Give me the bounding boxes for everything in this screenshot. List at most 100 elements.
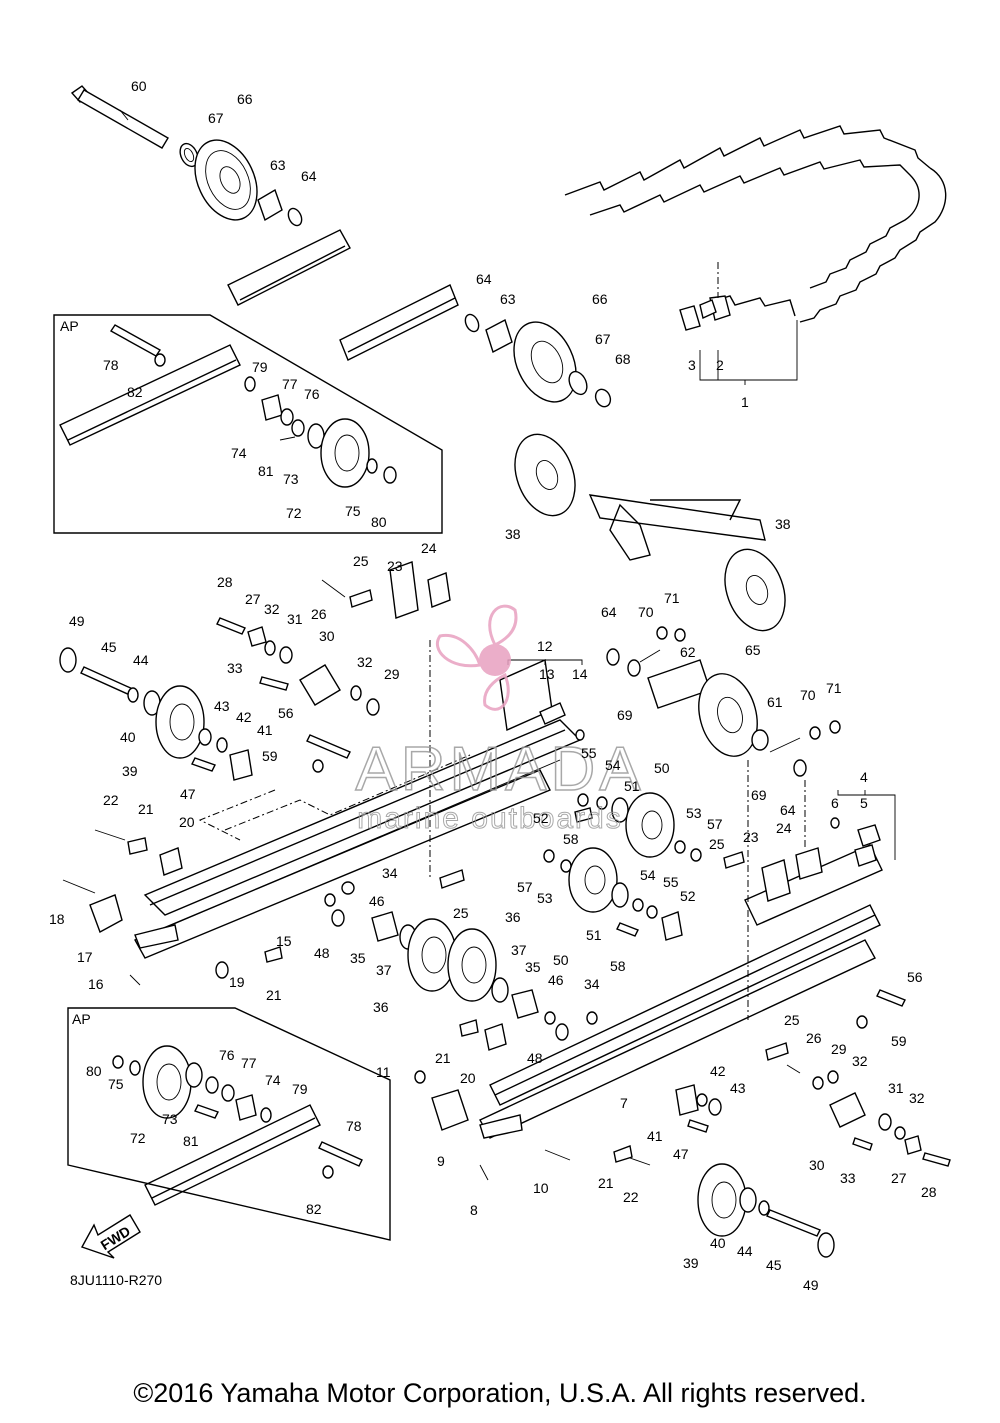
collar-27-low bbox=[904, 1135, 922, 1155]
callout-44-low: 44 bbox=[737, 1243, 753, 1259]
nut-29-top bbox=[366, 698, 380, 716]
callout-54-a: 54 bbox=[605, 757, 621, 773]
callout-41-low: 41 bbox=[647, 1128, 663, 1144]
callout-42-low: 42 bbox=[710, 1063, 726, 1079]
ap-label-top: AP bbox=[60, 318, 79, 334]
ap-inset-bottom bbox=[67, 1007, 391, 1241]
callout-77-bot: 77 bbox=[241, 1055, 257, 1071]
callout-53-b: 53 bbox=[537, 890, 553, 906]
centerline-shaft-left bbox=[224, 754, 471, 831]
callout-82-top: 82 bbox=[127, 384, 143, 400]
callout-50-a: 50 bbox=[654, 760, 670, 776]
callout-64-right: 64 bbox=[780, 802, 796, 818]
track-clip-3 bbox=[679, 305, 701, 331]
callout-47-top: 47 bbox=[180, 786, 196, 802]
bolt-33-low bbox=[852, 1137, 873, 1151]
washer-32-low bbox=[827, 1070, 839, 1084]
track-belt bbox=[564, 125, 947, 323]
callout-23-right: 23 bbox=[743, 829, 759, 845]
pin-26-low bbox=[786, 1064, 801, 1074]
callout-30-low: 30 bbox=[809, 1157, 825, 1173]
bolt-33-top bbox=[259, 676, 289, 691]
callout-80-top: 80 bbox=[371, 514, 387, 530]
clip-25-mid bbox=[439, 869, 465, 889]
callout-58-a: 58 bbox=[563, 831, 579, 847]
bolt-45-low bbox=[766, 1209, 821, 1237]
callout-18: 18 bbox=[49, 911, 65, 927]
callout-74-bot: 74 bbox=[265, 1072, 281, 1088]
bracket-5-a bbox=[857, 824, 881, 847]
callout-54-b: 54 bbox=[640, 867, 656, 883]
bolt-56-right bbox=[876, 989, 906, 1007]
callout-40-top: 40 bbox=[120, 729, 136, 745]
callout-48-b: 48 bbox=[527, 1050, 543, 1066]
watermark-brand: ARMADA bbox=[355, 735, 644, 804]
callout-64-top: 64 bbox=[301, 168, 317, 184]
plate-13 bbox=[539, 702, 566, 725]
callout-47-low: 47 bbox=[673, 1146, 689, 1162]
callout-67-mid: 67 bbox=[595, 331, 611, 347]
callout-72-bot: 72 bbox=[130, 1130, 146, 1146]
slide-part-24-top bbox=[427, 572, 451, 608]
callout-29-low: 29 bbox=[831, 1041, 847, 1057]
washer-42-low bbox=[696, 1093, 708, 1107]
callout-26-low: 26 bbox=[806, 1030, 822, 1046]
callout-69-a: 69 bbox=[617, 707, 633, 723]
nut-59-right bbox=[856, 1015, 868, 1029]
nut-59-top bbox=[312, 759, 324, 773]
callout-49-low: 49 bbox=[803, 1277, 819, 1293]
callout-21-lower: 21 bbox=[598, 1175, 614, 1191]
callout-25-mid: 25 bbox=[453, 905, 469, 921]
callout-55-a: 55 bbox=[581, 745, 597, 761]
callout-48-top: 48 bbox=[314, 945, 330, 961]
pin-22-low bbox=[629, 1157, 651, 1166]
leader-4 bbox=[837, 790, 896, 860]
watermark: ARMADA marine outboards bbox=[355, 604, 644, 836]
slider-7 bbox=[479, 1114, 523, 1139]
clip-25-low bbox=[765, 1042, 789, 1061]
cap-49-low bbox=[817, 1232, 835, 1258]
slide-part-24-right bbox=[795, 847, 823, 880]
callout-20-top: 20 bbox=[179, 814, 195, 830]
callout-35-top: 35 bbox=[350, 950, 366, 966]
nut-34-top bbox=[341, 881, 355, 895]
callout-56-right: 56 bbox=[907, 969, 923, 985]
block-20-top bbox=[159, 847, 183, 876]
callout-34-top: 34 bbox=[382, 865, 398, 881]
callout-43-top: 43 bbox=[214, 698, 230, 714]
spacer-43-top bbox=[198, 728, 212, 746]
callout-24-top: 24 bbox=[421, 540, 437, 556]
washer-42-top bbox=[216, 737, 228, 753]
clip-21-top bbox=[127, 837, 148, 855]
bearing-67-top bbox=[179, 142, 199, 168]
nut-57-a bbox=[690, 848, 702, 862]
nut-71-a bbox=[674, 628, 686, 642]
callout-69-b: 69 bbox=[751, 787, 767, 803]
pin-18 bbox=[62, 879, 96, 894]
callout-76-bot: 76 bbox=[219, 1047, 235, 1063]
rear-arm-assembly bbox=[588, 494, 766, 561]
callout-71-a: 71 bbox=[664, 590, 680, 606]
callout-36-b: 36 bbox=[505, 909, 521, 925]
callout-26-top: 26 bbox=[311, 606, 327, 622]
washer-64-center bbox=[606, 648, 620, 666]
callout-38-left: 38 bbox=[505, 526, 521, 542]
bracket-41-top bbox=[229, 749, 253, 781]
callout-60: 60 bbox=[131, 78, 147, 94]
callout-25-top: 25 bbox=[353, 553, 369, 569]
bearing-51-b bbox=[611, 882, 629, 908]
callout-78-bot: 78 bbox=[346, 1118, 362, 1134]
callout-32-top: 32 bbox=[264, 601, 280, 617]
washer-53-a bbox=[674, 840, 686, 854]
callout-22-low: 22 bbox=[623, 1189, 639, 1205]
callout-17: 17 bbox=[77, 949, 93, 965]
bolt-28-top bbox=[216, 617, 246, 635]
callout-78-top: 78 bbox=[103, 357, 119, 373]
nut-57-b bbox=[543, 849, 555, 863]
axle-60 bbox=[70, 85, 169, 149]
callout-32b-low: 32 bbox=[909, 1090, 925, 1106]
rail-fragment-top bbox=[227, 229, 351, 306]
block-20-low bbox=[484, 1023, 507, 1051]
nut-71-b bbox=[829, 720, 841, 734]
